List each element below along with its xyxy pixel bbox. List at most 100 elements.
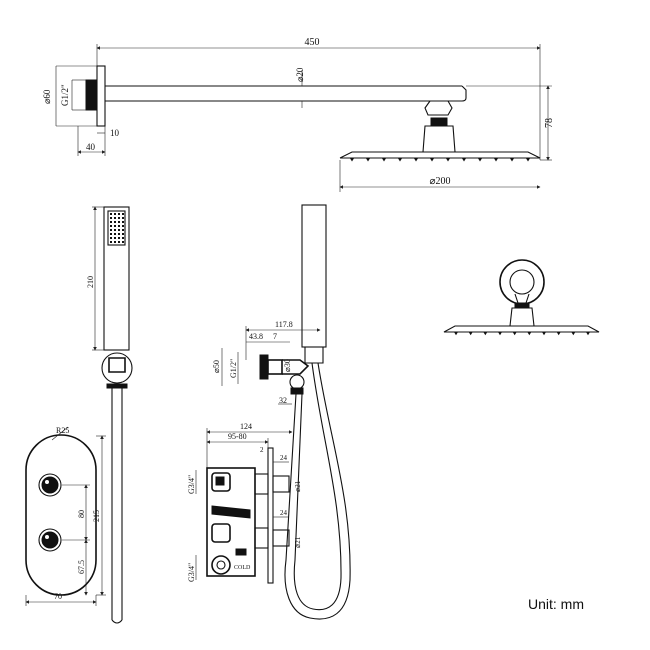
dim-67-5-label: 67.5 bbox=[77, 560, 86, 574]
spray-face bbox=[107, 210, 126, 246]
spray-dot bbox=[114, 237, 116, 239]
nozzle bbox=[477, 158, 483, 162]
spray-dot bbox=[118, 233, 120, 235]
nozzle bbox=[527, 332, 532, 336]
spray-dot bbox=[122, 225, 124, 227]
cartridge-bottom bbox=[254, 527, 269, 549]
unit-label: Unit: mm bbox=[528, 596, 584, 612]
body-divider bbox=[211, 505, 251, 519]
spray-dot bbox=[110, 241, 112, 243]
dim-24b-label: 24 bbox=[280, 509, 288, 517]
dim-78-label: 78 bbox=[544, 118, 555, 128]
spray-dot bbox=[118, 213, 120, 215]
port-top-core bbox=[215, 476, 225, 486]
spray-dot bbox=[118, 229, 120, 231]
nozzle bbox=[586, 332, 590, 336]
spray-dot bbox=[110, 221, 112, 223]
leader-line bbox=[51, 426, 69, 441]
spray-dot bbox=[122, 229, 124, 231]
nozzle bbox=[365, 158, 371, 162]
nozzle bbox=[493, 158, 499, 162]
nozzle bbox=[542, 332, 546, 336]
thread-connector bbox=[85, 79, 98, 111]
valve-side-view: 124 95-80 2 COLD 24 24 ⌀21 ⌀21 G3/4" G3/… bbox=[187, 422, 302, 584]
nozzle bbox=[498, 332, 502, 336]
nozzle bbox=[445, 158, 451, 162]
marker-block bbox=[235, 548, 247, 556]
control-plate-front-view: R25 215 80 67.5 70 bbox=[25, 426, 106, 606]
spray-dot bbox=[110, 217, 112, 219]
dim-pipe-dia-label: ⌀20 bbox=[295, 67, 305, 82]
nozzle bbox=[468, 332, 473, 336]
spray-dot bbox=[110, 213, 112, 215]
hose-end bbox=[111, 619, 123, 624]
dim-43-8-label: 43.8 bbox=[249, 332, 263, 341]
spray-dot bbox=[118, 221, 120, 223]
nozzle bbox=[397, 158, 403, 162]
port-mid bbox=[211, 523, 231, 543]
spray-dot bbox=[122, 241, 124, 243]
spray-dot bbox=[114, 217, 116, 219]
dim-flange-label: ⌀60 bbox=[42, 89, 52, 104]
dim-2-label: 2 bbox=[260, 446, 264, 454]
dim-95-80-label: 95-80 bbox=[228, 432, 247, 441]
knob-bottom-ring bbox=[38, 528, 62, 552]
spray-dot bbox=[114, 225, 116, 227]
elbow-thread bbox=[267, 359, 283, 375]
nozzle bbox=[512, 332, 517, 336]
spray-dot bbox=[118, 241, 120, 243]
wall-plate bbox=[267, 447, 274, 584]
cartridge-top bbox=[254, 473, 269, 495]
ball-joint bbox=[514, 293, 530, 304]
nut bbox=[430, 117, 448, 127]
nozzle bbox=[571, 332, 576, 336]
nozzle bbox=[413, 158, 419, 162]
dim-80-label: 80 bbox=[77, 510, 86, 518]
spray-dot bbox=[110, 237, 112, 239]
dim-elbow-thread-label: G1/2" bbox=[229, 359, 238, 378]
nozzle-row bbox=[454, 332, 590, 336]
spray-dot bbox=[118, 237, 120, 239]
dim-g34a-label: G3/4" bbox=[187, 475, 196, 494]
nut bbox=[514, 302, 530, 309]
nozzle bbox=[454, 332, 458, 336]
handset-neck bbox=[304, 346, 324, 364]
dim-21b-label: ⌀21 bbox=[294, 536, 302, 548]
trim-plate bbox=[25, 434, 97, 596]
dim-450-label: 450 bbox=[305, 37, 320, 48]
nozzle bbox=[509, 158, 515, 162]
spray-dot bbox=[114, 233, 116, 235]
dim-thread-label: G1/2" bbox=[60, 84, 70, 106]
spray-dot bbox=[122, 217, 124, 219]
spray-dot bbox=[114, 241, 116, 243]
elbow-outlet bbox=[289, 374, 305, 390]
elbow-flange bbox=[259, 354, 269, 380]
dim-117-8-label: 117.8 bbox=[275, 320, 293, 329]
dim-124-label: 124 bbox=[240, 422, 252, 431]
knob-stem-bottom bbox=[272, 529, 290, 547]
hose-loop-outer bbox=[284, 362, 351, 620]
dim-70-label: 70 bbox=[54, 592, 62, 601]
spray-dot bbox=[122, 221, 124, 223]
handset-view: 210 bbox=[86, 206, 133, 624]
spray-dot bbox=[110, 229, 112, 231]
shower-head-plate bbox=[339, 151, 541, 159]
port-top bbox=[211, 472, 231, 492]
dim-10-label: 10 bbox=[110, 128, 120, 138]
handset-body bbox=[103, 206, 130, 351]
dim-head-dia-label: ⌀200 bbox=[429, 176, 450, 187]
knob-bottom bbox=[41, 531, 59, 549]
spray-dot bbox=[114, 213, 116, 215]
spray-nozzles bbox=[110, 213, 124, 243]
elbow-body bbox=[282, 359, 310, 375]
knob-top-ring bbox=[38, 473, 62, 497]
dim-210-label: 210 bbox=[86, 276, 95, 288]
handset-body-side bbox=[301, 204, 327, 348]
wall-outlet-view: 117.8 43.8 7 ⌀50 G1/2" ⌀30 32 bbox=[212, 204, 351, 620]
holder-ring bbox=[101, 352, 133, 384]
knob-top-indicator bbox=[45, 480, 49, 484]
ball-joint bbox=[424, 100, 453, 116]
nozzle bbox=[556, 332, 561, 336]
wall-rose bbox=[499, 259, 545, 305]
